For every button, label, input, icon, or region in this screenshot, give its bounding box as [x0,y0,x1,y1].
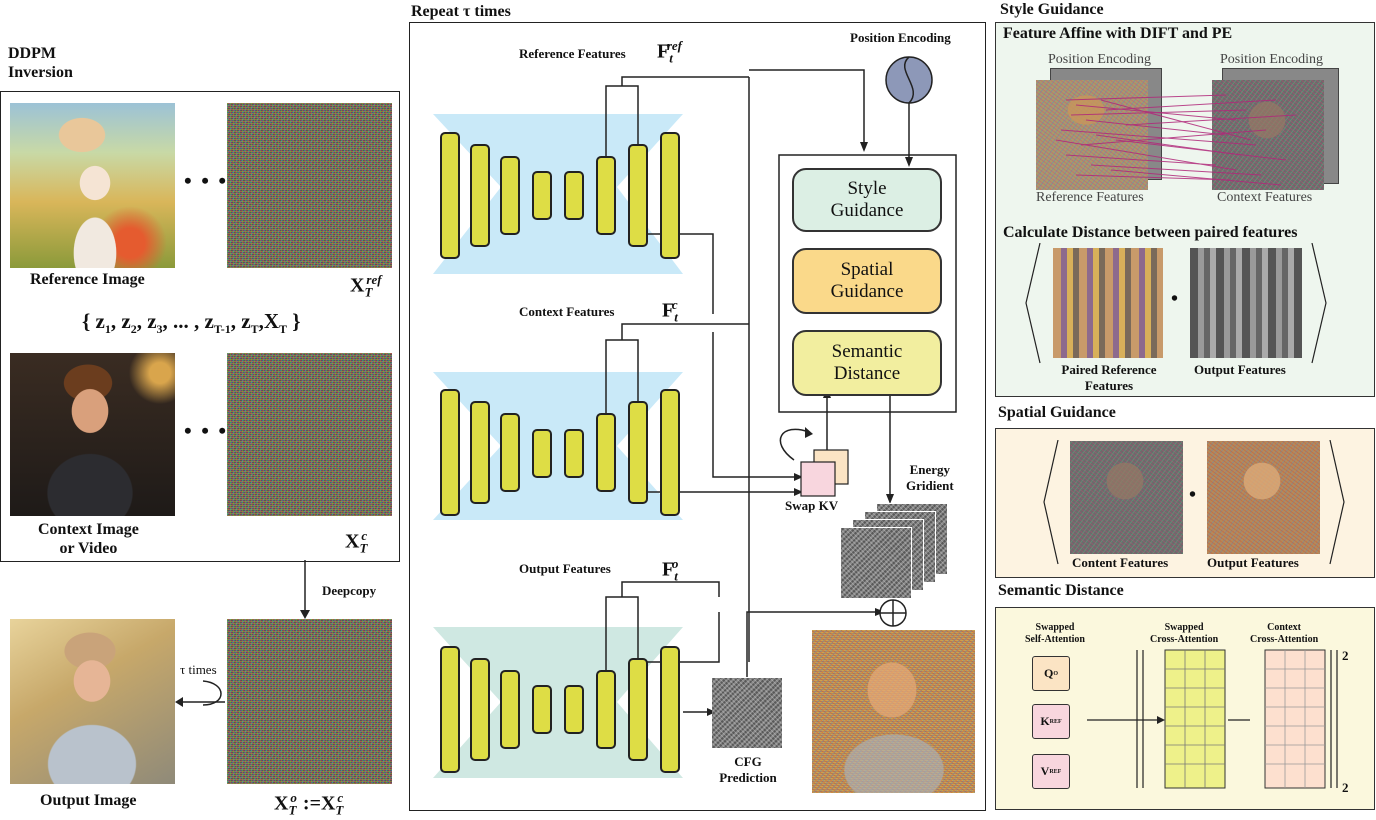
paired-reference-features-image [1053,248,1163,358]
output-image-label: Output Image [40,792,137,809]
reference-image [10,103,175,268]
context-features-caption: Context Features [1217,190,1313,205]
dot-product-b: • [1189,484,1197,506]
spatial-brackets [1043,440,1345,565]
reference-image-label: Reference Image [30,271,145,288]
unet-bg-context [433,372,683,520]
pe-label-a: Position Encoding [1048,52,1152,67]
output-noise-image [227,619,392,784]
content-features-caption: Content Features [1072,555,1169,570]
norm-power-top: 2 [1342,648,1349,663]
output-features-image-b [1207,441,1320,554]
x-o-label: XTo:=XTc [274,790,344,818]
repeat-label: Repeat τ times [411,3,511,20]
swap-kv-label: Swap KV [785,498,839,513]
norm-power-bottom: 2 [1342,780,1349,795]
dot-product-a: • [1171,288,1179,310]
output-features-caption-b: Output Features [1207,555,1299,570]
latent-sequence: { z1, z2, z3, ... , zT-1, zT,XT } [82,309,301,337]
x-ref-label: XTref [350,272,382,300]
ellipsis: • • • [184,168,229,193]
tau-times-label: τ times [180,662,217,677]
semantic-distance-title: Semantic Distance [998,582,1124,599]
deepcopy-label: Deepcopy [322,583,377,598]
swap-kv-box [800,461,836,497]
unet-bg-output [433,627,683,778]
f-ref-symbol: Ftref [657,38,683,66]
energy-map-1 [840,527,912,599]
feature-affine-title: Feature Affine with DIFT and PE [1003,25,1233,42]
pe-label-b: Position Encoding [1220,52,1324,67]
calc-distance-title: Calculate Distance between paired featur… [1003,224,1298,241]
output-features-caption-a: Output Features [1194,362,1286,377]
f-o-symbol: Fto [662,556,679,584]
unet-diagram [433,56,957,778]
deepcopy-arrow [300,560,310,619]
ddpm-title: DDPM Inversion [8,45,73,82]
context-image [10,353,175,516]
context-image-label: Context Image or Video [38,521,139,558]
cfg-prediction-image [712,678,782,748]
content-features-image [1070,441,1183,554]
ellipsis-2: • • • [184,418,229,443]
context-features-label: Context Features [519,304,615,319]
output-features-image-a [1190,248,1302,358]
x-c-label: XTc [345,528,368,556]
output-features-label: Output Features [519,561,611,576]
ddpm-panel [0,91,400,562]
spatial-guidance-title: Spatial Guidance [998,404,1116,421]
context-features-image [1212,80,1324,190]
unet-bg-reference [433,114,683,274]
ref-noise-image [227,103,392,268]
unet-bars [440,132,680,773]
reference-features-label: Reference Features [519,46,626,61]
context-noise-image [227,353,392,516]
output-noisy-image [812,630,975,793]
loop-arrow [175,680,225,707]
style-guidance-title: Style Guidance [1000,1,1104,18]
center-panel [409,22,986,811]
reference-features-caption: Reference Features [1036,190,1144,205]
output-image [10,619,175,784]
position-encoding-label: Position Encoding [850,30,951,45]
f-c-symbol: Ftc [662,297,678,325]
calc-distance-brackets [1025,243,1327,364]
feature-correspondences [1055,94,1297,186]
semantic-matrices [1087,649,1338,789]
